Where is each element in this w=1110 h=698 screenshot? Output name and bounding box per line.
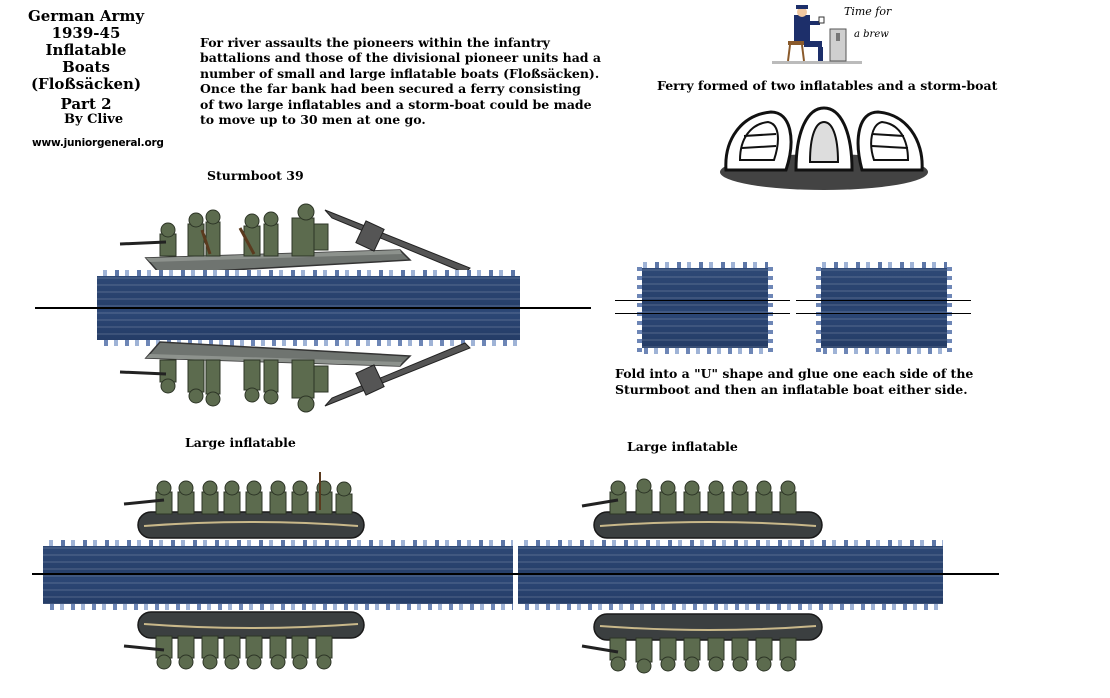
title-line-2: 1939-45 bbox=[51, 24, 121, 42]
title-line-1: German Army bbox=[27, 7, 145, 25]
intro-line: For river assaults the pioneers within t… bbox=[200, 35, 550, 50]
intro-paragraph: For river assaults the pioneers within t… bbox=[200, 35, 620, 127]
title-line-5: Part 2 bbox=[60, 95, 112, 113]
intro-line: number of small and large inflatable boa… bbox=[200, 65, 600, 81]
intro-line: Once the far bank had been secured a fer… bbox=[200, 81, 581, 97]
sturmboot-bottom-image bbox=[119, 341, 471, 413]
assembly-instructions: Fold into a "U" shape and glue one each … bbox=[615, 366, 973, 397]
intro-line: battalions and those of the divisional p… bbox=[200, 50, 601, 66]
sturmboot-label: Sturmboot 39 bbox=[207, 168, 304, 183]
fold-line-lower-right bbox=[796, 313, 971, 314]
ferry-water-piece-right bbox=[816, 262, 952, 354]
inflatable-fold-line bbox=[32, 573, 999, 575]
title-line-4: (Floßsäcken) bbox=[30, 75, 142, 93]
intro-line: to move up to 30 men at one go. bbox=[200, 112, 426, 128]
intro-line: of two large inflatables and a storm-boa… bbox=[200, 96, 592, 112]
tea-drinker-icon bbox=[772, 5, 862, 64]
sturmboot-fold-line bbox=[35, 307, 591, 309]
inflatable-right-water-strip bbox=[518, 540, 943, 610]
ferry-caption: Ferry formed of two inflatables and a st… bbox=[657, 78, 998, 93]
brew-text-1: Time for bbox=[844, 5, 892, 18]
inflatable-right-bottom-image bbox=[581, 613, 823, 674]
instruction-line-1: Fold into a "U" shape and glue one each … bbox=[615, 366, 974, 381]
inflatable-right-label: Large inflatable bbox=[627, 439, 738, 454]
page-title: German Army 1939-45 Inflatable Boats (Fl… bbox=[22, 8, 150, 113]
inflatable-left-bottom-image bbox=[123, 611, 365, 670]
fold-line-upper-left bbox=[615, 300, 790, 301]
sturmboot-top-image bbox=[119, 203, 471, 275]
inflatable-left-water-strip bbox=[43, 540, 513, 610]
instruction-line-2: Sturmboot and then an inflatable boat ei… bbox=[615, 381, 968, 397]
ferry-water-piece-left bbox=[637, 262, 773, 354]
inflatable-left-label: Large inflatable bbox=[185, 435, 296, 450]
ferry-sketch bbox=[716, 100, 932, 198]
website-link[interactable]: www.juniorgeneral.org bbox=[32, 137, 164, 149]
brew-text-2: a brew bbox=[854, 29, 889, 40]
inflatable-right-top-image bbox=[581, 478, 823, 539]
title-line-3: Inflatable Boats bbox=[45, 41, 127, 76]
brew-cartoon: Time for a brew bbox=[770, 3, 915, 65]
inflatable-left-top-image bbox=[123, 472, 365, 539]
fold-line-lower-left bbox=[615, 313, 790, 314]
ferry-sketch-icon bbox=[720, 106, 928, 190]
author-credit: By Clive bbox=[64, 112, 124, 127]
fold-line-upper-right bbox=[796, 300, 971, 301]
